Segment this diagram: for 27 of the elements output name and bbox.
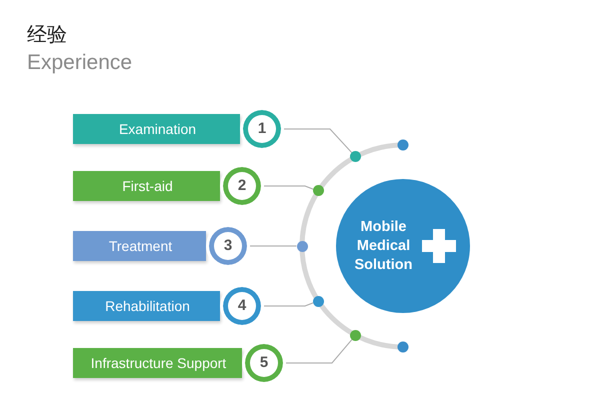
item-banner: [73, 231, 206, 261]
connector-dot: [350, 151, 362, 162]
step-number: 2: [238, 177, 246, 195]
banner-label: Examination: [118, 120, 196, 138]
hub-label: Mobile Medical Solution: [354, 218, 414, 274]
leader-line: [286, 338, 352, 364]
step-number: 1: [258, 120, 266, 138]
banner-label: Treatment: [108, 237, 172, 255]
leader-line: [264, 186, 314, 190]
connector-dot: [350, 330, 362, 341]
banner-label: Rehabilitation: [105, 297, 190, 315]
banner-label: First-aid: [122, 177, 173, 195]
item-banner: [73, 291, 220, 321]
subtitle: Experience: [27, 50, 132, 75]
step-number: 4: [238, 297, 246, 315]
connector-dot: [312, 296, 324, 306]
item-banner: [73, 114, 240, 144]
item-banner: [73, 348, 242, 378]
step-number: 5: [260, 354, 268, 372]
connector-dot: [296, 240, 308, 252]
item-banner: [73, 171, 220, 201]
banner-label: Infrastructure Support: [90, 354, 226, 372]
connector-dot: [312, 185, 324, 196]
leader-line: [284, 128, 352, 154]
title: 经验: [27, 21, 67, 47]
leader-line: [264, 302, 314, 306]
step-number: 3: [224, 237, 232, 255]
